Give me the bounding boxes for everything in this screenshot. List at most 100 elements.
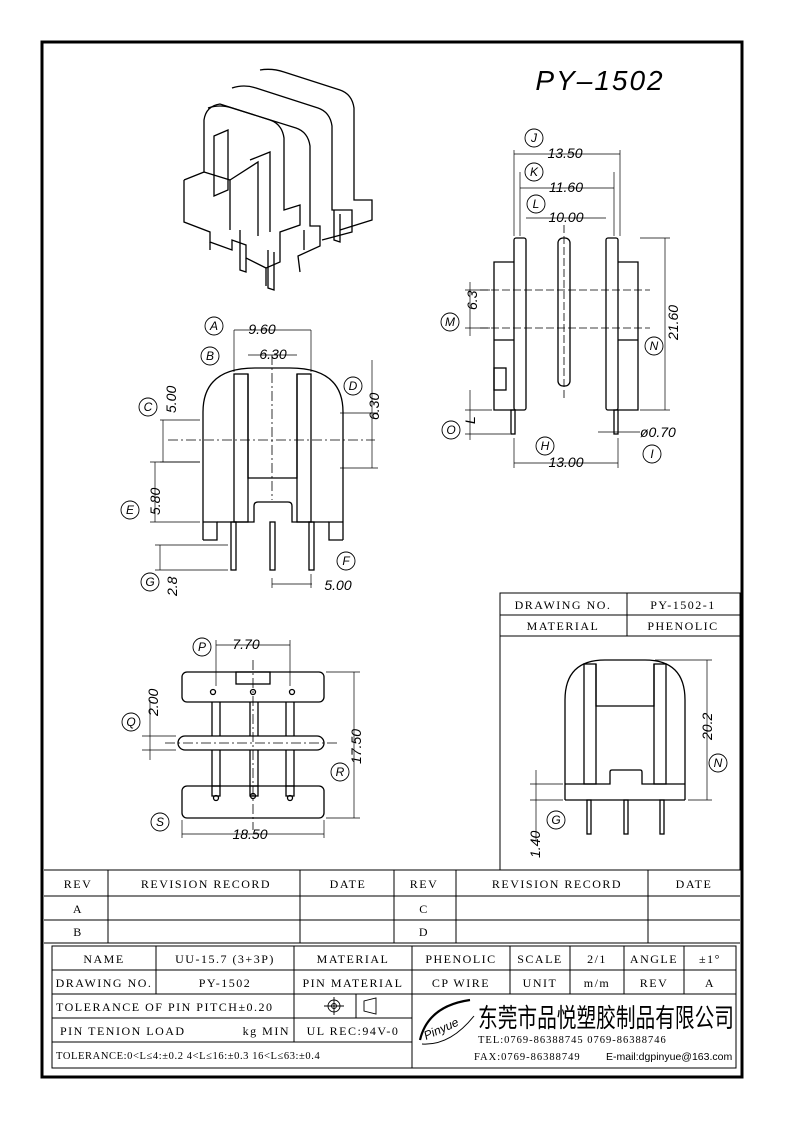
tb-unit-value: m/m [584,976,611,990]
tb-angle-label: ANGLE [630,952,678,966]
label-b: B [206,349,214,363]
dim-f: 5.00 [324,577,351,593]
dim-r: 17.50 [348,729,364,764]
company-fax: FAX:0769-86388749 [474,1052,581,1063]
logo-text: Pinyue [422,1015,462,1043]
dim-m: 6.3 [464,290,480,310]
drawing-title: PY–1502 [535,65,664,96]
tb-pin-tension-unit: kg MIN [243,1024,290,1038]
rev-header-record-1: REVISION RECORD [141,877,271,891]
tb-material-value: PHENOLIC [425,952,496,966]
label-g2: G [551,813,560,827]
front-view-centerlines [168,355,375,500]
label-l: L [533,197,540,211]
company-email: E-mail:dgpinyue@163.com [606,1051,732,1063]
dim-q: 2.00 [145,689,161,717]
rev-row-b: B [73,925,83,939]
label-d: D [349,379,358,393]
dim-n2: 20.2 [699,713,715,741]
label-p: P [198,640,206,654]
tb-rev-value: A [705,976,715,990]
dim-e: 5.80 [147,488,163,515]
dim-p: 7.70 [232,636,259,652]
rev-row-a: A [73,902,83,916]
detail-material-label: MATERIAL [527,619,600,633]
side-view-centerlines [480,225,650,400]
dim-k: 11.60 [549,179,583,195]
label-h: H [541,439,550,453]
side-view-dim-lines [465,150,670,468]
label-c: C [144,400,153,414]
label-n2: N [714,756,723,770]
front-view-labels: A 9.60 B 6.30 C 5.00 D 6.30 E 5.80 G 2.8… [120,316,382,597]
tb-tolerance-pitch: TOLERANCE OF PIN PITCH±0.20 [56,1000,274,1014]
rev-row-c: C [419,902,429,916]
tb-unit-label: UNIT [523,976,558,990]
dim-j: 13.50 [547,145,582,161]
title-block [51,945,737,1069]
dim-i: ø0.70 [640,424,676,440]
tb-tolerance-line: TOLERANCE:0<L≤4:±0.2 4<L≤16:±0.3 16<L≤63… [56,1051,320,1062]
tb-ul-rec: UL REC:94V-0 [307,1024,400,1038]
side-view [493,237,639,435]
bottom-view-dim-lines [142,640,360,838]
detail-view [564,659,686,835]
rev-row-d: D [419,925,429,939]
front-view-dim-lines [150,329,378,588]
bottom-view-labels: P 7.70 Q 2.00 R 17.50 S 18.50 [121,636,364,842]
dim-c: 5.00 [163,386,179,413]
company-logo: Pinyue [418,998,475,1045]
dim-h: 13.00 [548,454,583,470]
dim-b: 6.30 [259,346,286,362]
tb-pin-material-value: CP WIRE [432,976,490,990]
dim-d: 6.30 [366,393,382,420]
tb-material-label: MATERIAL [317,952,390,966]
bottom-view-centerlines [165,660,340,830]
dim-o: L [462,416,478,424]
rev-header-date-2: DATE [676,877,713,891]
label-k: K [530,165,539,179]
rev-header-rev-2: REV [410,877,439,891]
label-e: E [126,503,135,517]
label-r: R [336,765,345,779]
tb-name-value: UU-15.7 (3+3P) [175,952,275,966]
side-view-labels: J 13.50 K 11.60 L 10.00 M 6.3 N 21.60 O … [440,128,681,470]
front-view [202,367,344,571]
label-o: O [446,423,455,437]
tb-scale-value: 2/1 [587,952,607,966]
rev-header-record-2: REVISION RECORD [492,877,622,891]
dim-g2: 1.40 [527,831,543,858]
tb-name-label: NAME [83,952,124,966]
tb-rev-label: REV [640,976,669,990]
tb-scale-label: SCALE [517,952,563,966]
rev-header-rev-1: REV [64,877,93,891]
tb-drawing-no-label: DRAWING NO. [56,976,153,990]
label-g: G [145,575,154,589]
dim-s: 18.50 [232,826,267,842]
tb-pin-material-label: PIN MATERIAL [303,976,404,990]
tb-pin-tension: PIN TENION LOAD [60,1024,186,1038]
tb-angle-value: ±1° [699,952,721,966]
detail-material-value: PHENOLIC [647,619,718,633]
detail-view-dim-lines [530,659,712,840]
bottom-view [177,671,325,819]
dim-l: 10.00 [548,209,583,225]
tb-drawing-no-value: PY-1502 [199,976,252,990]
label-q: Q [126,715,135,729]
detail-drawing-no-label: DRAWING NO. [515,598,612,612]
label-i: I [650,447,654,461]
dim-n: 21.60 [665,305,681,341]
label-m: M [445,315,455,329]
company-tel: TEL:0769-86388745 0769-86388746 [478,1035,667,1046]
projection-symbol-icon [324,997,377,1015]
isometric-view [183,68,373,291]
detail-drawing-no-value: PY-1502-1 [650,598,716,612]
label-j: J [530,131,538,145]
outer-frame [40,40,744,1079]
company-name: 东莞市品悦塑胶制品有限公司 [478,1004,734,1034]
label-f: F [342,554,350,568]
revision-table [44,869,740,944]
dim-g: 2.8 [164,576,180,597]
label-a: A [209,319,218,333]
